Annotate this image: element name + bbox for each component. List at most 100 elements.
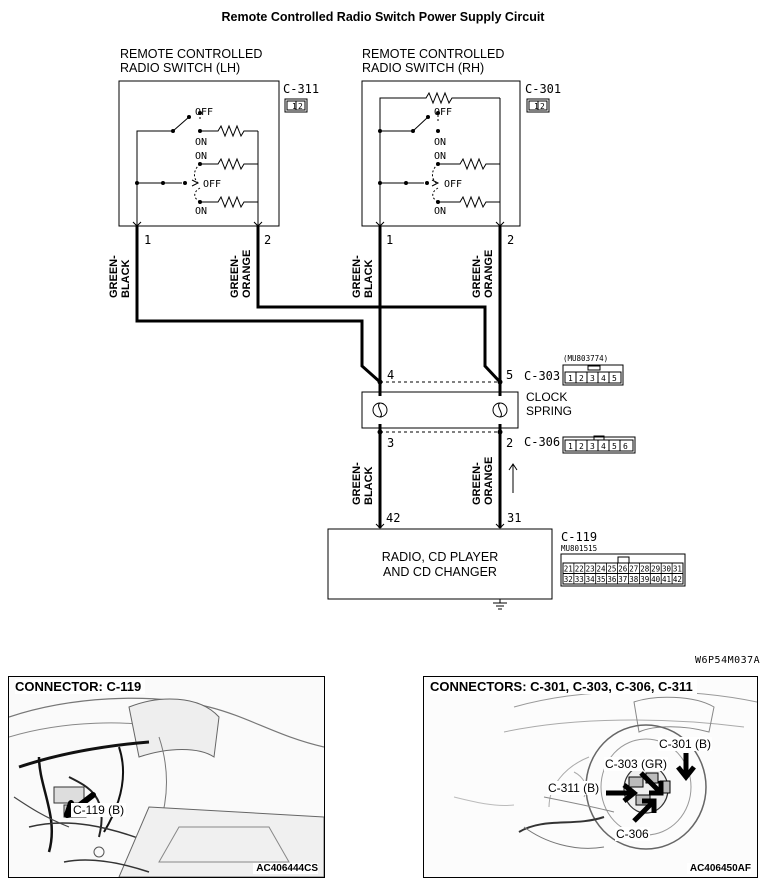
c119-pin-30: 30 xyxy=(662,565,672,574)
wire-lh1-color-a: GREEN- xyxy=(108,255,120,298)
clock-spring-label-2: SPRING xyxy=(526,404,572,418)
wire-rh2-color-a: GREEN- xyxy=(471,255,483,298)
wires xyxy=(135,226,502,528)
photo-left-code: AC406444CS xyxy=(253,863,318,874)
svg-text:2: 2 xyxy=(579,374,584,383)
wire-low-right-color-b: ORANGE xyxy=(483,457,495,505)
c119-pin-42: 42 xyxy=(673,575,682,584)
switch-rh-connector: C-301 xyxy=(525,82,561,96)
c119-pin-28: 28 xyxy=(640,565,650,574)
c119-label: C-119 xyxy=(561,530,597,544)
rh-on-1: ON xyxy=(434,137,446,148)
photo-left-title: CONNECTOR: C-119 xyxy=(15,679,146,694)
rh-off-2: OFF xyxy=(444,179,462,190)
c119-pin-37: 37 xyxy=(618,575,627,584)
c119-part-no: MU801515 xyxy=(561,544,597,553)
c119-pin-35: 35 xyxy=(597,575,606,584)
svg-text:5: 5 xyxy=(612,374,617,383)
svg-text:3: 3 xyxy=(590,442,595,451)
c119-pin-31: 31 xyxy=(673,565,682,574)
switch-rh-connector-icon xyxy=(526,98,550,113)
wire-lh1-color-b: BLACK xyxy=(120,259,132,298)
rh-pin-2: 2 xyxy=(507,233,514,247)
switch-rh: REMOTE CONTROLLED RADIO SWITCH (RH) C-30… xyxy=(361,47,561,227)
clock-spring-label-1: CLOCK xyxy=(526,390,567,404)
c119-pin-24: 24 xyxy=(597,565,607,574)
switch-rh-name-2: RADIO SWITCH (RH) xyxy=(362,61,484,75)
switch-lh-name-1: REMOTE CONTROLLED xyxy=(120,47,262,61)
c119-pin-32: 32 xyxy=(564,575,573,584)
lh-pin-1: 1 xyxy=(144,233,151,247)
wire-color-labels: GREEN- BLACK GREEN- ORANGE GREEN- BLACK … xyxy=(108,250,495,505)
cs-lower-right-pin: 2 xyxy=(506,436,513,450)
wire-rh2-color-b: ORANGE xyxy=(483,250,495,298)
c119-pin-41: 41 xyxy=(662,575,671,584)
svg-text:2: 2 xyxy=(579,442,584,451)
c119-pin-38: 38 xyxy=(629,575,639,584)
lh-on-2: ON xyxy=(195,151,207,162)
radio-right-pin: 31 xyxy=(507,511,521,525)
radio-box xyxy=(327,528,553,600)
rh-on-3: ON xyxy=(434,206,446,217)
c119-pin-29: 29 xyxy=(651,565,660,574)
callout-c301: C-301 (B) xyxy=(658,737,713,751)
radio-unit: 42 31 RADIO, CD PLAYER AND CD CHANGER C-… xyxy=(327,511,686,610)
cs-upper-right-pin: 5 xyxy=(506,368,513,382)
photo-connector-c119: C-119 (B) CONNECTOR: C-119 AC406444CS xyxy=(8,676,325,878)
svg-text:1: 1 xyxy=(568,442,573,451)
radio-left-pin: 42 xyxy=(386,511,400,525)
callout-c311: C-311 (B) xyxy=(547,781,601,795)
arrow-icon-c301 xyxy=(676,753,696,781)
photo-right-title: CONNECTORS: C-301, C-303, C-306, C-311 xyxy=(430,679,697,694)
c306-label: C-306 xyxy=(524,435,560,449)
svg-text:3: 3 xyxy=(590,374,595,383)
c303-label: C-303 xyxy=(524,369,560,383)
lh-off-2: OFF xyxy=(203,179,221,190)
switch-lh-connector-icon xyxy=(284,98,308,113)
svg-text:4: 4 xyxy=(601,442,606,451)
cs-upper-left-pin: 4 xyxy=(387,368,394,382)
svg-text:6: 6 xyxy=(623,442,628,451)
photo-right-code: AC406450AF xyxy=(686,863,751,874)
svg-text:1: 1 xyxy=(534,102,539,111)
c119-pin-27: 27 xyxy=(629,565,638,574)
diagram-title: Remote Controlled Radio Switch Power Sup… xyxy=(222,10,546,24)
c119-pin-34: 34 xyxy=(586,575,596,584)
svg-text:2: 2 xyxy=(540,102,545,111)
svg-text:1: 1 xyxy=(568,374,573,383)
rh-pin-1: 1 xyxy=(386,233,393,247)
c119-pin-36: 36 xyxy=(607,575,617,584)
lh-off-1: OFF xyxy=(195,107,213,118)
lh-on-1: ON xyxy=(195,137,207,148)
callout-c303: C-303 (GR) xyxy=(604,757,669,771)
svg-text:4: 4 xyxy=(601,374,606,383)
rh-off-1: OFF xyxy=(434,107,452,118)
clock-spring: 4 5 CLOCK SPRING 3 2 (MU803774) C-303 1 xyxy=(361,354,636,454)
radio-label-2: AND CD CHANGER xyxy=(383,565,497,579)
radio-label-1: RADIO, CD PLAYER xyxy=(382,550,498,564)
callout-c306: C-306 xyxy=(615,827,650,841)
diagram-code: W6P54M037A xyxy=(695,655,761,666)
arrow-icon-c306 xyxy=(632,798,657,823)
c119-pin-26: 26 xyxy=(618,565,628,574)
wire-rh1-color-a: GREEN- xyxy=(351,255,363,298)
wire-low-left-color-a: GREEN- xyxy=(351,462,363,505)
current-arrow-icon xyxy=(508,463,518,493)
switch-rh-name-1: REMOTE CONTROLLED xyxy=(362,47,504,61)
steering-photo-right xyxy=(424,677,757,877)
circuit-diagram: Remote Controlled Radio Switch Power Sup… xyxy=(108,10,686,610)
lh-on-3: ON xyxy=(195,206,207,217)
svg-text:1: 1 xyxy=(292,102,297,111)
svg-text:5: 5 xyxy=(612,442,617,451)
wire-rh1-color-b: BLACK xyxy=(363,259,375,298)
c303-pin-block: 1 2 3 4 5 xyxy=(562,364,624,386)
photo-left-callout: C-119 (B) xyxy=(71,803,127,817)
switch-lh-box xyxy=(118,80,280,227)
ground-icon xyxy=(493,599,507,610)
svg-text:2: 2 xyxy=(298,102,303,111)
c119-pin-21: 21 xyxy=(564,565,573,574)
arrow-icon-c311 xyxy=(606,783,638,803)
photo-connectors-c301-c311: C-301 (B) C-303 (GR) C-311 (B) C-306 CON… xyxy=(423,676,758,878)
wire-lh2-color-b: ORANGE xyxy=(241,250,253,298)
